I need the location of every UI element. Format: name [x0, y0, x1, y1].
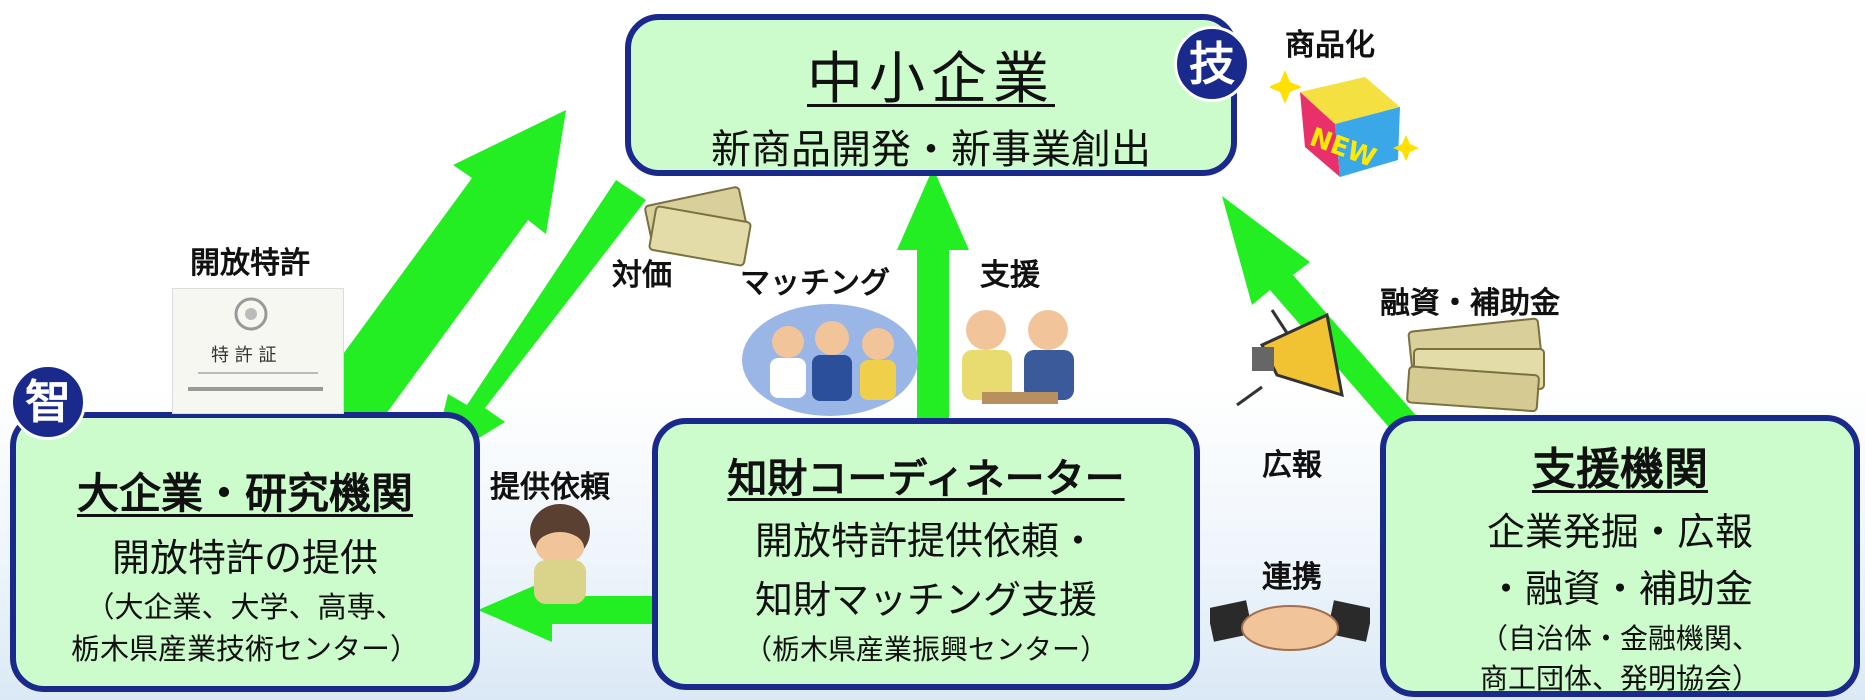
label-open-patent: 開放特許 [190, 246, 310, 281]
support-line2: ・融資・補助金 [1486, 567, 1753, 611]
support-box: 支援機関 企業発掘・広報 ・融資・補助金 （自治体・金融機関、 商工団体、発明協… [1380, 415, 1860, 697]
large-line1: 開放特許の提供 [111, 536, 378, 580]
tech-badge: 技 [1174, 26, 1250, 102]
support-line4: 商工団体、発明協会） [1479, 662, 1760, 695]
support-title: 支援機関 [1532, 444, 1708, 495]
certificate-text: 特 許 証 [211, 345, 276, 366]
label-provision-request: 提供依頼 [490, 470, 610, 505]
patent-certificate-icon: 特 許 証 [172, 288, 344, 414]
large-line2: （大企業、大学、高専、 [85, 590, 405, 624]
handshake-icon [1210, 600, 1370, 651]
coordinator-title: 知財コーディネーター [727, 456, 1125, 502]
wisdom-badge: 智 [10, 364, 86, 440]
sme-title: 中小企業 [807, 47, 1055, 112]
label-cooperation: 連携 [1262, 560, 1322, 595]
coordinator-line1: 開放特許提供依頼・ [754, 519, 1097, 563]
arrow-coordinator-to-large [478, 578, 652, 642]
coordinator-line3: （栃木県産業振興センター） [743, 633, 1108, 666]
support-line1: 企業発掘・広報 [1486, 510, 1753, 554]
coordinator-line2: 知財マッチング支援 [754, 578, 1097, 622]
new-cube-icon: NEW [1270, 70, 1419, 177]
label-commercialization: 商品化 [1285, 28, 1375, 63]
label-financing: 融資・補助金 [1380, 286, 1560, 321]
support-people-icon [962, 310, 1074, 404]
support-line3: （自治体・金融機関、 [1479, 622, 1760, 655]
large-box: 大企業・研究機関 開放特許の提供 （大企業、大学、高専、 栃木県産業技術センター… [10, 412, 480, 692]
large-title: 大企業・研究機関 [76, 469, 413, 518]
arrow-large-to-sme [308, 110, 566, 444]
sme-box: 中小企業 新商品開発・新事業創出 [625, 14, 1237, 176]
money-stack-icon-2 [1406, 317, 1545, 413]
matching-people-icon [742, 304, 918, 416]
bowing-person-icon [530, 504, 590, 604]
arrow-coordinator-to-sme [897, 168, 969, 418]
sme-subtitle: 新商品開発・新事業創出 [711, 127, 1151, 173]
arrow-sme-to-large [430, 180, 646, 468]
large-line3: 栃木県産業技術センター） [70, 632, 419, 666]
label-pr: 広報 [1262, 448, 1322, 483]
coordinator-box: 知財コーディネーター 開放特許提供依頼・ 知財マッチング支援 （栃木県産業振興セ… [652, 418, 1200, 690]
label-matching: マッチング [740, 266, 890, 301]
money-stack-icon [644, 186, 752, 267]
megaphone-icon [1236, 309, 1344, 407]
label-compensation: 対価 [612, 258, 672, 293]
label-support: 支援 [980, 258, 1040, 293]
